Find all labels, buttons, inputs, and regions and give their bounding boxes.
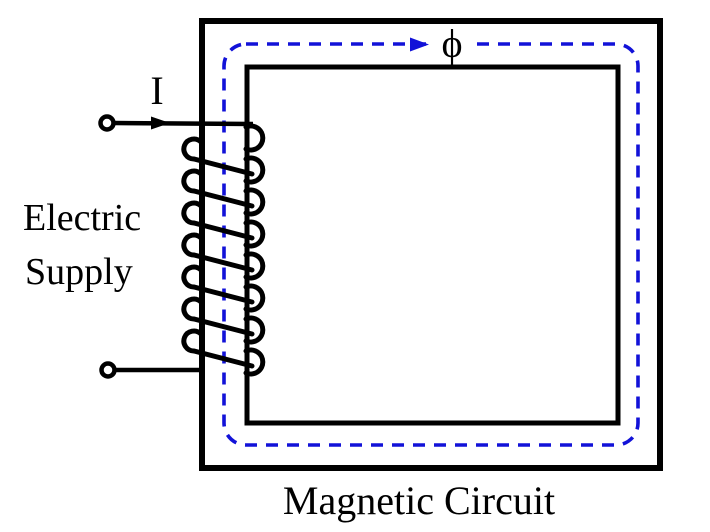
flux-arrow-icon — [410, 37, 429, 52]
coil-turn — [243, 123, 266, 153]
coil-turn — [243, 187, 266, 217]
coil-turn — [181, 200, 255, 241]
flux-label: ϕ — [441, 21, 462, 66]
diagram-caption: Magnetic Circuit — [283, 478, 555, 523]
coil-turn — [243, 155, 266, 185]
coil-turn — [181, 136, 255, 177]
bottom-terminal — [99, 361, 117, 379]
coil-turn — [243, 251, 266, 281]
supply-label-line1: Electric — [23, 197, 141, 239]
coil — [181, 123, 266, 377]
supply-label-line2: Supply — [25, 251, 133, 293]
core-inner-edge — [244, 64, 621, 426]
coil-turn — [243, 347, 266, 377]
coil-turn — [181, 168, 255, 209]
flux-label-backing — [434, 29, 471, 60]
coil-turn — [181, 264, 255, 305]
core-outer-edge — [199, 18, 663, 471]
current-label: I — [150, 68, 163, 113]
top-terminal — [98, 114, 116, 132]
supply-label: Electric Supply — [23, 197, 141, 293]
flux-path — [222, 42, 640, 447]
coil-turn — [181, 232, 255, 273]
coil-turn — [181, 328, 255, 369]
coil-turn — [243, 219, 266, 249]
coil-turn — [243, 315, 266, 345]
top-wire — [113, 120, 254, 127]
coil-turn — [181, 296, 255, 337]
current-arrow-icon — [151, 116, 170, 130]
coil-turn — [243, 283, 266, 313]
